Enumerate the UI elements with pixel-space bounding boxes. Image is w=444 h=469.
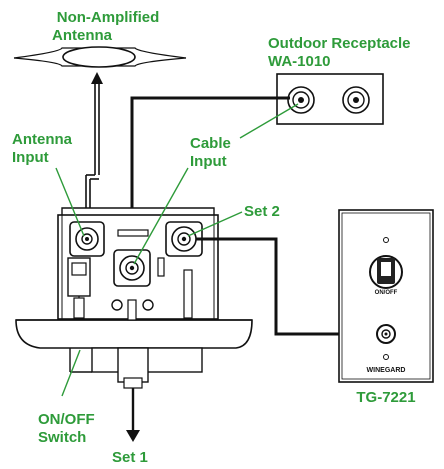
set2-label: Set 2 [244,203,280,220]
receptacle-leader [239,103,299,139]
receptacle-connector-right [342,86,370,114]
cable-input-leader [133,167,189,265]
plate-coax-jack [376,324,396,344]
brand-logo: WINEGARD [367,367,406,374]
set1-label: Set 1 [112,449,148,466]
cable-input-connector [113,249,151,287]
plate-knob: ON/OFF [369,255,403,296]
wall-plate-model: TG-7221 [356,389,415,406]
antenna-title-line2: Antenna [52,27,113,44]
set2-leader [187,211,243,237]
antenna-input-leader [55,167,85,237]
antenna-cable [85,72,103,222]
antenna-input-label-line2: Input [12,149,49,166]
set1-arrow [126,388,140,442]
receptacle-model: WA-1010 [268,53,331,70]
plate-knob-label: ON/OFF [375,290,398,296]
antenna-title: Non-Amplified [57,9,160,26]
cable-input-label: Cable [190,135,231,152]
on-off-label: ON/OFF [38,411,95,428]
antenna-input-connector [69,221,105,257]
set2-connector [165,221,203,257]
wall-plate: ON/OFF WINEGARD [338,209,434,383]
on-off-label-line2: Switch [38,429,86,446]
tv-jack-unit [15,207,253,389]
cable-line [130,96,290,260]
outdoor-receptacle [276,73,384,125]
receptacle-title: Outdoor Receptacle [268,35,411,52]
antenna-input-label: Antenna [12,131,73,148]
receptacle-connector-left [287,86,315,114]
cable-input-label-line2: Input [190,153,227,170]
switch-leader [61,349,81,397]
antenna-icon [13,46,187,68]
